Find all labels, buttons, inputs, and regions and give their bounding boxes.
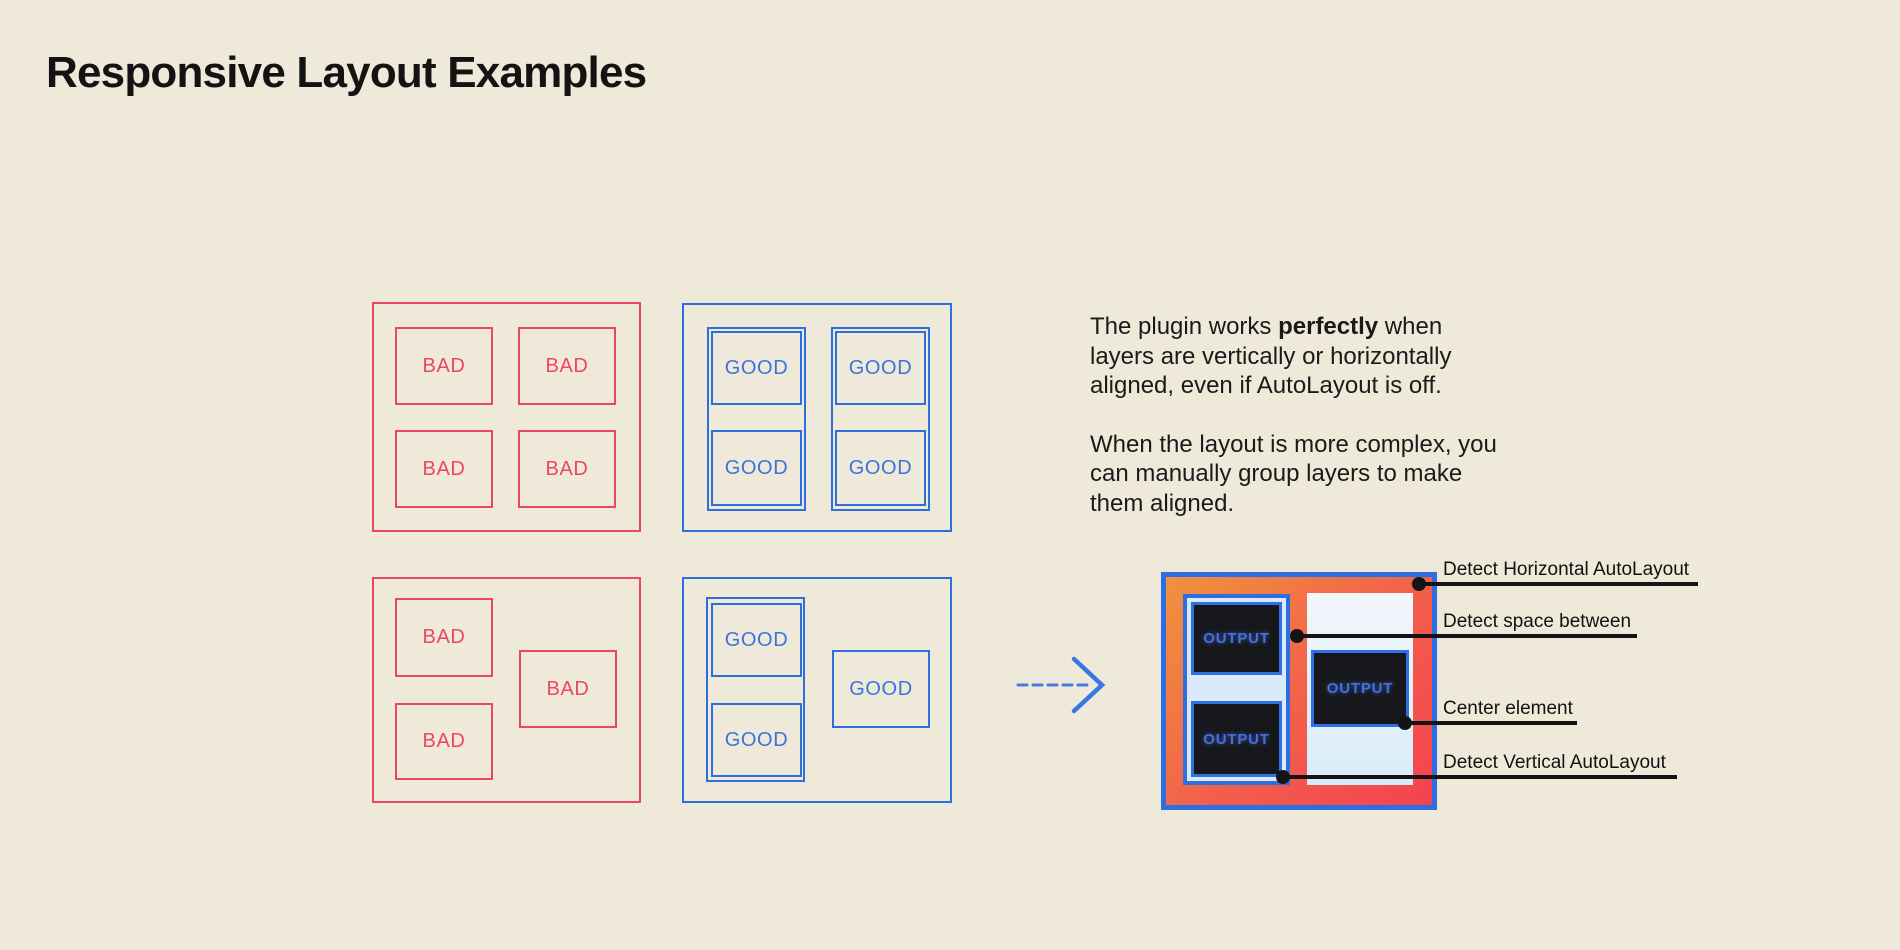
output-center-panel: OUTPUT (1307, 593, 1413, 785)
text-line: The plugin works perfectly when (1090, 313, 1443, 340)
good-box: GOOD (835, 331, 926, 405)
text-line: them aligned. (1090, 489, 1235, 517)
good-box: GOOD (711, 703, 802, 777)
description-text: The plugin works perfectly when layers a… (1090, 312, 1560, 518)
description-paragraph-2: When the layout is more complex, you can… (1090, 430, 1560, 519)
good-box: GOOD (711, 603, 802, 677)
text-line: can manually group layers to make (1090, 460, 1463, 487)
good-box: GOOD (832, 650, 930, 728)
bad-box: BAD (395, 703, 493, 780)
good-column-wrapper: GOOD GOOD (706, 597, 805, 782)
arrow-right-icon (1012, 652, 1110, 718)
bad-box: BAD (518, 327, 616, 405)
bad-box: BAD (395, 327, 493, 405)
bad-box: BAD (395, 598, 493, 677)
good-box: GOOD (711, 331, 802, 405)
good-column-wrapper: GOOD GOOD (831, 327, 930, 511)
bad-box: BAD (519, 650, 617, 728)
output-box: OUTPUT (1191, 701, 1282, 777)
callout-dot (1276, 770, 1290, 784)
callout-label-center: Center element (1443, 698, 1573, 719)
output-box: OUTPUT (1311, 650, 1409, 727)
callout-label-vertical: Detect Vertical AutoLayout (1443, 752, 1666, 773)
good-box: GOOD (711, 430, 802, 506)
callout-line (1419, 582, 1698, 586)
bad-box: BAD (518, 430, 616, 508)
text-line: aligned, even if AutoLayout is off. (1090, 372, 1442, 399)
callout-line (1283, 775, 1677, 779)
good-complex-container: GOOD GOOD GOOD (682, 577, 952, 803)
description-paragraph-1: The plugin works perfectly when layers a… (1090, 312, 1560, 401)
good-column-wrapper: GOOD GOOD (707, 327, 806, 511)
bad-grid-container: BAD BAD BAD BAD (372, 302, 641, 532)
bad-box: BAD (395, 430, 493, 508)
output-frame: OUTPUT OUTPUT OUTPUT (1161, 572, 1437, 810)
callout-label-space: Detect space between (1443, 611, 1632, 632)
good-box: GOOD (835, 430, 926, 506)
callout-dot (1290, 629, 1304, 643)
callout-dot (1398, 716, 1412, 730)
text-line: When the layout is more complex, you (1090, 430, 1497, 458)
callout-line (1297, 634, 1637, 638)
good-grid-container: GOOD GOOD GOOD GOOD (682, 303, 952, 532)
callout-dot (1412, 577, 1426, 591)
page-title: Responsive Layout Examples (46, 48, 647, 97)
callout-label-horizontal: Detect Horizontal AutoLayout (1443, 559, 1690, 580)
output-box: OUTPUT (1191, 602, 1282, 675)
callout-line (1405, 721, 1577, 725)
output-vertical-group: OUTPUT OUTPUT (1183, 594, 1290, 785)
bad-complex-container: BAD BAD BAD (372, 577, 641, 803)
text-line: layers are vertically or horizontally (1090, 342, 1452, 370)
